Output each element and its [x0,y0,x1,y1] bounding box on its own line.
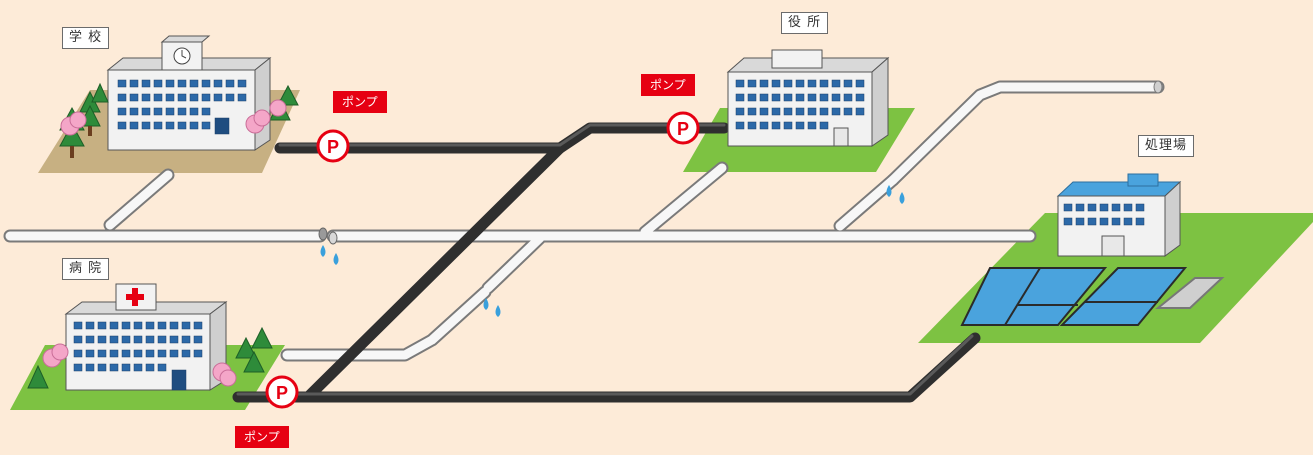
pump-symbol: P [677,119,689,139]
hospital-trees [27,326,273,389]
treatment-plant-label: 処理場 [1138,135,1195,157]
pump-school: P [316,129,350,163]
water-drop-icon [320,185,905,317]
pump-office: P [666,111,700,145]
pump-symbol: P [276,383,288,403]
school-building [106,35,272,151]
school-label: 学 校 [62,27,110,49]
pump-symbol: P [327,137,339,157]
pump-tag-office: ポンプ [641,74,695,96]
office-building [726,49,890,147]
pipe-break-left [318,227,328,241]
pump-hospital: P [265,375,299,409]
pump-tag-hospital: ポンプ [235,426,289,448]
treatment-plant-building [1056,173,1182,257]
treatment-tanks [960,267,1225,326]
pressure-pipes [232,122,981,403]
pipe-end-cap [1153,80,1163,94]
hospital-building [64,283,228,391]
hospital-label: 病 院 [62,258,110,280]
pump-tag-school: ポンプ [333,91,387,113]
pressure-pipe-highlights [236,123,974,396]
school-trees [59,82,299,158]
pipe-break-right [328,231,338,245]
office-label: 役 所 [781,12,829,34]
